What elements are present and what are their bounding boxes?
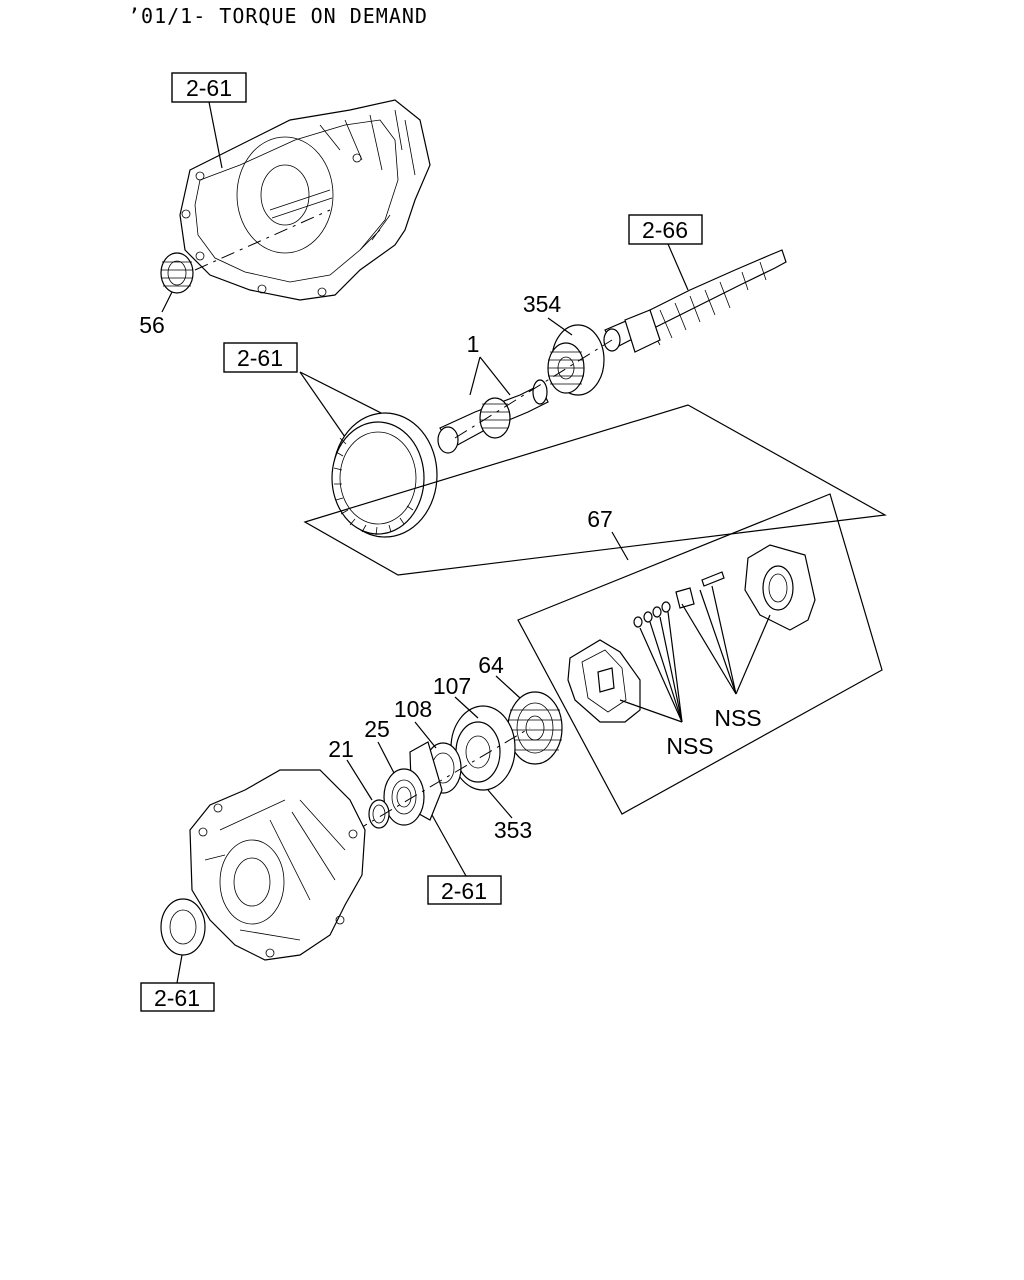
leader-2-61-a (208, 101, 223, 169)
ref-box-2-66: 2-66 (628, 214, 703, 245)
label-nss-1: NSS (666, 733, 713, 759)
ref-box-2-61-b: 2-61 (223, 342, 298, 373)
ref-box-2-61-d: 2-61 (140, 982, 215, 1012)
leader-nss1-a (639, 627, 683, 723)
gear-354 (547, 324, 605, 396)
rear-housing (189, 769, 366, 961)
leader-64 (495, 675, 521, 699)
leader-21 (346, 759, 373, 801)
ref-box-2-61-a: 2-61 (171, 72, 247, 103)
input-shaft-1 (437, 379, 549, 454)
leader-nss2-c (711, 585, 737, 695)
page-title: ’01/1- TORQUE ON DEMAND (128, 4, 428, 28)
ref-box-2-61-c: 2-61 (427, 875, 502, 905)
svg-text:2-61: 2-61 (154, 985, 200, 1011)
leader-nss2-a (681, 603, 737, 695)
leader-nss2-d (735, 614, 771, 695)
label-25: 25 (364, 716, 390, 742)
label-1: 1 (467, 331, 480, 357)
leader-108 (414, 721, 437, 749)
front-housing (179, 99, 431, 301)
leader-nss1-b (649, 621, 683, 723)
leader-nss1-c (659, 616, 683, 723)
leader-nss1-e (619, 699, 683, 723)
label-67: 67 (587, 506, 613, 532)
leader-nss1-d (667, 611, 683, 723)
gear-64 (507, 691, 563, 765)
leader-2-66 (667, 243, 689, 291)
leader-56 (161, 291, 173, 313)
leader-1b (469, 356, 481, 396)
leader-2-61-b2 (299, 371, 396, 421)
leader-nss2-b (699, 589, 737, 695)
leader-25 (377, 741, 395, 774)
leader-354 (547, 317, 573, 336)
label-64: 64 (478, 652, 504, 678)
svg-text:2-61: 2-61 (186, 75, 232, 101)
gear-56 (160, 252, 194, 294)
label-56: 56 (139, 312, 165, 338)
leader-67 (611, 531, 629, 561)
group-outline-67 (517, 493, 883, 815)
label-353: 353 (494, 817, 532, 843)
leader-1a (479, 356, 511, 396)
clutch-plate (744, 544, 816, 631)
label-nss-2: NSS (714, 705, 761, 731)
svg-text:2-61: 2-61 (237, 345, 283, 371)
label-354: 354 (523, 291, 562, 317)
leader-107 (454, 696, 479, 719)
oil-seal (160, 898, 206, 956)
snap-ring-21 (368, 799, 390, 829)
hub-107 (450, 705, 516, 791)
main-shaft (603, 249, 787, 353)
leader-353 (487, 789, 513, 819)
label-107: 107 (433, 673, 471, 699)
leader-2-61-c (431, 814, 467, 877)
axis-line-1 (194, 209, 331, 271)
label-108: 108 (394, 696, 432, 722)
ring-gear (331, 412, 438, 538)
label-21: 21 (328, 736, 354, 762)
small-parts (633, 571, 725, 628)
leader-2-61-b1 (299, 371, 346, 438)
clutch-housing (567, 639, 641, 723)
group-outline-upper (303, 404, 887, 576)
svg-text:2-61: 2-61 (441, 878, 487, 904)
bearing-25 (383, 768, 425, 826)
leader-2-61-d (176, 954, 183, 984)
axis-line-2 (454, 339, 613, 439)
svg-text:2-66: 2-66 (642, 217, 688, 243)
